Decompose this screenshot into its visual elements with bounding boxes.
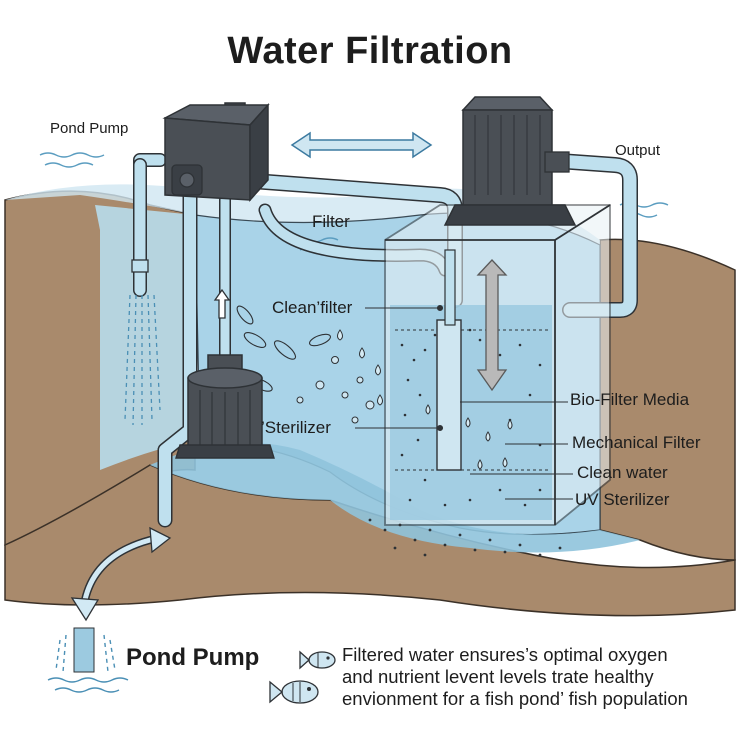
- fish-icon: [299, 650, 336, 670]
- label-clean-water: Clean water: [577, 463, 668, 482]
- curved-double-arrow-icon: [70, 526, 172, 622]
- sediment-dots: [368, 518, 562, 557]
- label-uv-sterilizer: UV Sterilizer: [575, 490, 670, 509]
- label-bio-filter-media: Bio-Filter Media: [570, 390, 690, 409]
- pipe-coupling: [131, 259, 149, 273]
- spray-left: [124, 294, 161, 426]
- pond-droplets: [337, 329, 383, 406]
- water-spray-icon: [47, 627, 129, 693]
- double-arrow-horizontal-icon: [290, 131, 433, 159]
- fish-icon-large: [269, 680, 319, 704]
- label-filter: Filter: [312, 212, 350, 231]
- output-pump-icon: [443, 96, 577, 226]
- label-mechanical-filter: Mechanical Filter: [572, 433, 701, 452]
- label-sterilizer: ’Sterilizer: [261, 418, 331, 437]
- filter-inner-tube: [436, 249, 462, 471]
- label-pond-pump-bottom: Pond Pump: [126, 644, 260, 671]
- note-line: Filtered water ensures’s optimal oxygen: [342, 644, 668, 665]
- note-line: and nutrient levent levels trate healthy: [342, 666, 654, 687]
- label-output: Output: [615, 142, 661, 159]
- note-line: envionment for a fish pond’ fish populat…: [342, 688, 688, 709]
- description-note: Filtered water ensures’s optimal oxygen …: [342, 644, 732, 710]
- pond-pump-top-icon: [162, 102, 270, 202]
- label-pond-pump-top: Pond Pump: [50, 120, 129, 137]
- filter-droplets: [425, 404, 513, 470]
- water-left-pool: [95, 205, 195, 470]
- soil-bank-right: [599, 238, 736, 561]
- up-arrow-icon: [213, 288, 231, 319]
- pond-bubbles: [296, 356, 375, 424]
- leader-lines: [355, 304, 573, 500]
- flow-arrow-vertical-icon: [476, 259, 508, 392]
- sterilizer-pump-icon: [175, 354, 275, 459]
- label-clean-filter: Clean’filter: [272, 298, 353, 317]
- page-title: Water Filtration: [227, 30, 513, 72]
